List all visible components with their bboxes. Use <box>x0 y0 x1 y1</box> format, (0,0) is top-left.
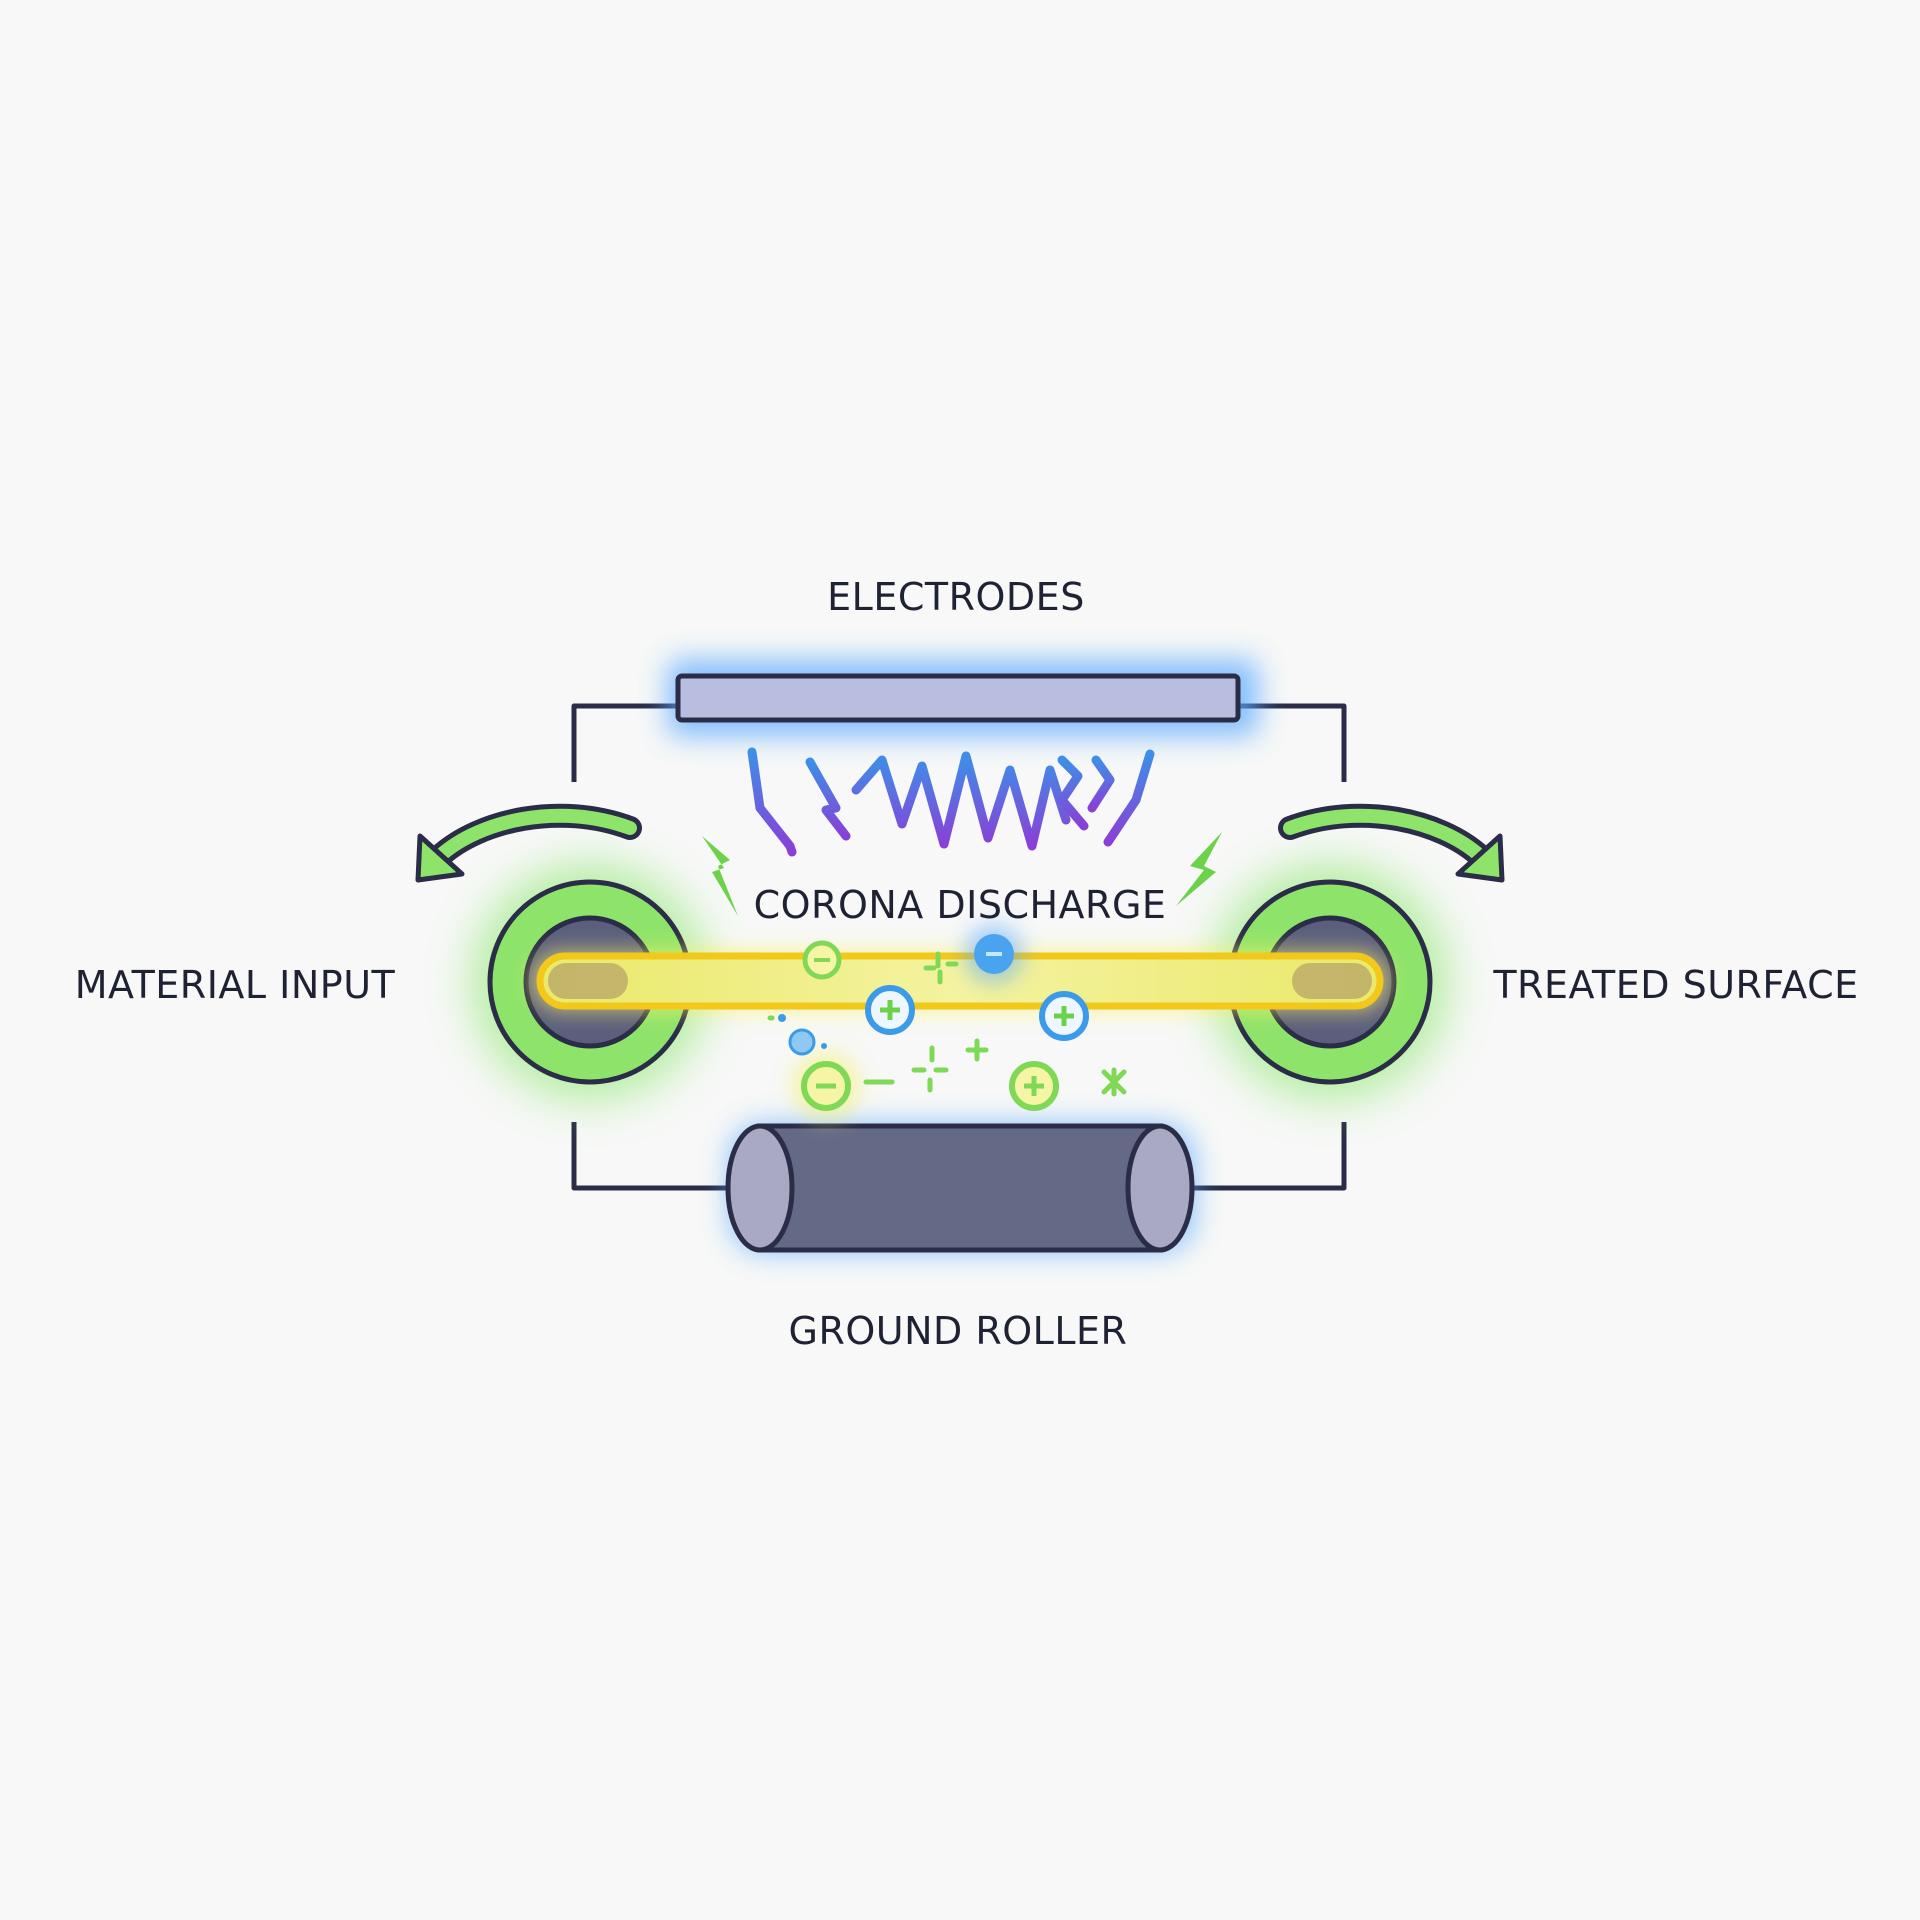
wire-bottom-left <box>571 1122 750 1191</box>
label-treated-surface: TREATED SURFACE <box>1492 963 1858 1007</box>
positive-ion <box>1039 991 1089 1041</box>
negative-ion <box>792 1052 860 1120</box>
rotation-arrow-right-icon <box>1278 803 1505 883</box>
circuit-wires <box>571 703 1347 1191</box>
positive-ion <box>865 985 915 1035</box>
spark-marks <box>767 951 1127 1097</box>
label-electrodes: ELECTRODES <box>827 575 1085 619</box>
ions <box>767 924 1127 1120</box>
negative-ion <box>964 924 1024 984</box>
wire-top-right <box>1240 703 1347 782</box>
discharge-zigzag <box>747 747 1155 857</box>
label-material-input: MATERIAL INPUT <box>75 963 396 1007</box>
negative-ion <box>802 940 842 980</box>
wire-top-left <box>571 703 680 782</box>
wire-bottom-right <box>1170 1122 1347 1191</box>
small-particle <box>778 1014 827 1056</box>
material-strip <box>530 950 1390 1012</box>
electrode-bar <box>668 660 1258 736</box>
label-corona-discharge: CORONA DISCHARGE <box>754 883 1167 927</box>
label-ground-roller: GROUND ROLLER <box>789 1309 1128 1353</box>
lightning-bolt-icon <box>702 836 738 916</box>
ground-roller <box>725 1123 1195 1253</box>
rotation-arrow-left-icon <box>415 803 642 883</box>
positive-ion <box>1009 1061 1059 1111</box>
lightning-bolt-icon <box>1176 832 1222 906</box>
